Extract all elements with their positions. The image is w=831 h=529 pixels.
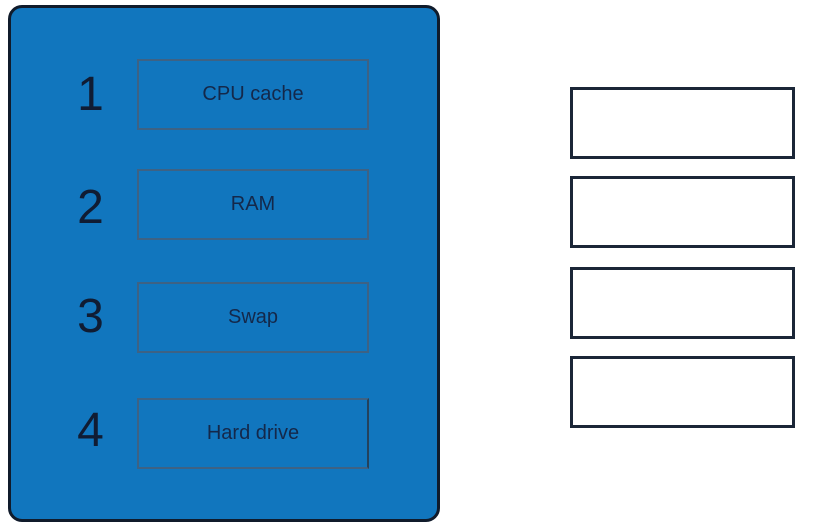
option-ram[interactable]: RAM [137,169,369,240]
drop-target-4[interactable] [570,356,795,428]
option-number-1: 1 [77,68,104,121]
option-number-4: 4 [77,404,104,457]
option-number-3: 3 [77,290,104,343]
drop-target-2[interactable] [570,176,795,248]
drop-target-3[interactable] [570,267,795,339]
option-number-2: 2 [77,181,104,234]
option-hard-drive[interactable]: Hard drive [137,398,369,469]
option-label: CPU cache [202,83,304,105]
option-label: Hard drive [206,422,300,444]
drop-target-1[interactable] [570,87,795,159]
option-swap[interactable]: Swap [137,282,369,353]
option-label: Swap [227,306,279,328]
options-panel: 1 CPU cache 2 RAM 3 Swap 4 Hard drive [8,5,440,522]
option-label: RAM [230,193,276,215]
option-cpu-cache[interactable]: CPU cache [137,59,369,130]
